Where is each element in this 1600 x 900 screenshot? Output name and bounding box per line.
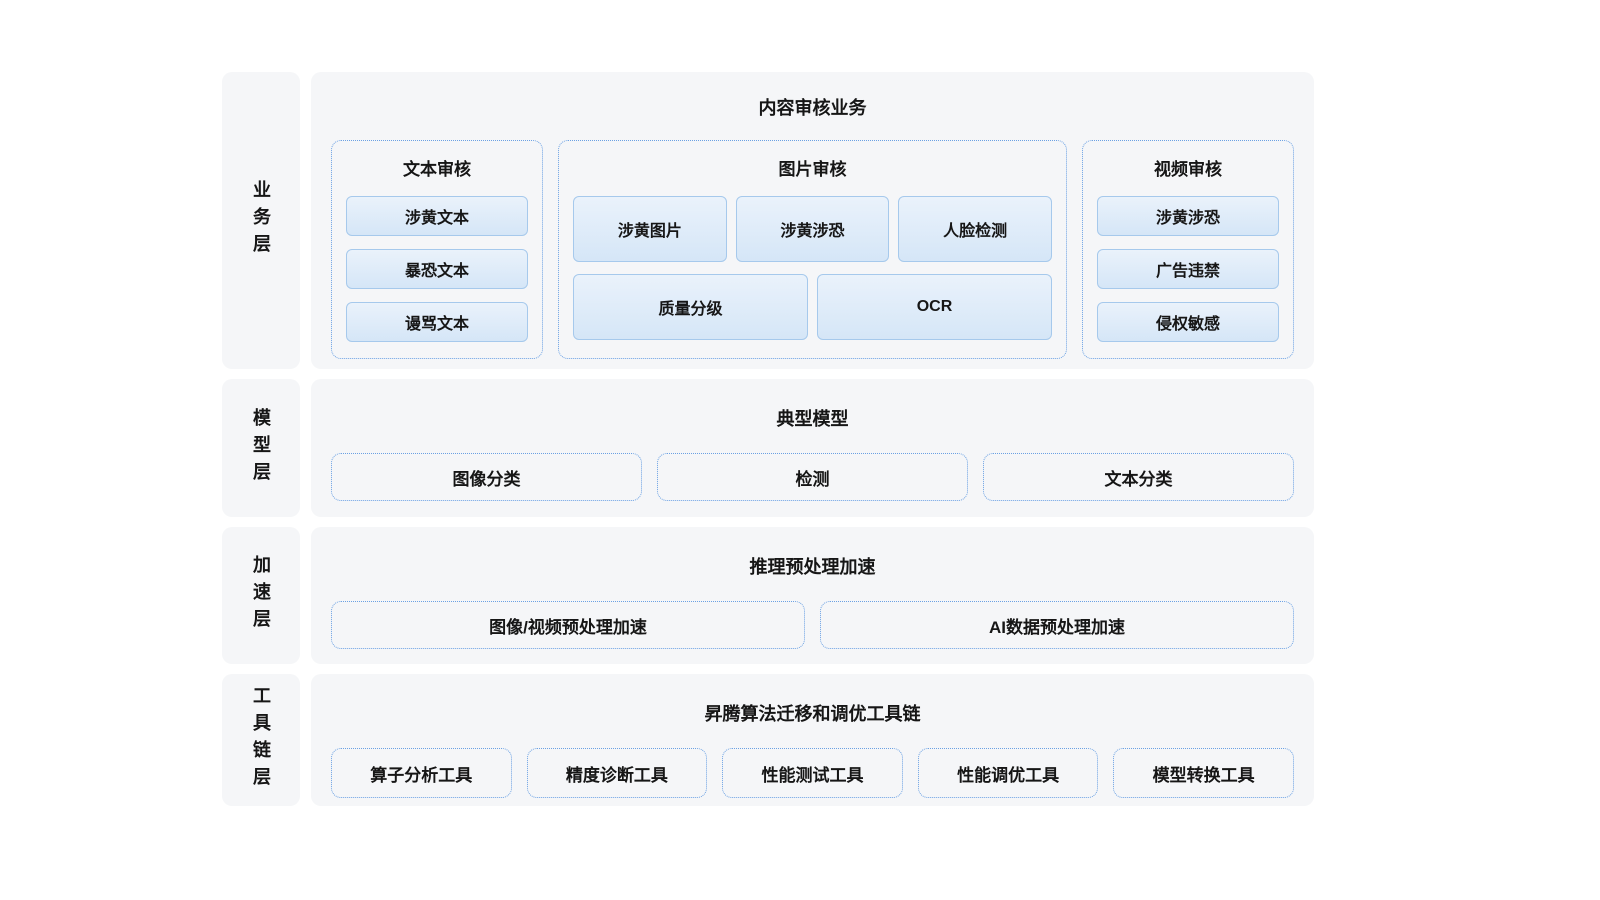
box-image-classification: 图像分类 — [331, 453, 642, 501]
group-video-review: 视频审核 涉黄涉恐 广告违禁 侵权敏感 — [1082, 140, 1294, 359]
chip-face-detection: 人脸检测 — [898, 196, 1053, 262]
group-title-image-review: 图片审核 — [778, 160, 847, 179]
band-acceleration-layer: 加速层 推理预处理加速 图像/视频预处理加速 AI数据预处理加速 — [222, 527, 1314, 664]
panel-title-ascend-toolchain: 昇腾算法迁移和调优工具链 — [704, 704, 921, 724]
box-operator-analysis-tool: 算子分析工具 — [331, 748, 512, 798]
group-title-video-review: 视频审核 — [1154, 160, 1222, 179]
layer-label-toolchain: 工具链层 — [222, 674, 300, 806]
layer-label-business-text: 业务层 — [251, 180, 271, 261]
chip-porn-image: 涉黄图片 — [573, 196, 727, 262]
content-review-groups: 文本审核 涉黄文本 暴恐文本 谩骂文本 图片审核 涉黄图片 涉黄涉恐 人脸检测 — [331, 140, 1294, 359]
text-review-chips: 涉黄文本 暴恐文本 谩骂文本 — [346, 196, 528, 342]
panel-title-typical-models: 典型模型 — [776, 409, 849, 429]
toolchain-boxes: 算子分析工具 精度诊断工具 性能测试工具 性能调优工具 模型转换工具 — [331, 748, 1294, 798]
layer-label-model: 模型层 — [222, 379, 300, 517]
panel-inference-preprocessing: 推理预处理加速 图像/视频预处理加速 AI数据预处理加速 — [311, 527, 1314, 664]
panel-title-content-review: 内容审核业务 — [758, 98, 867, 118]
box-detection: 检测 — [657, 453, 968, 501]
layer-label-toolchain-text: 工具链层 — [251, 686, 271, 794]
band-toolchain-layer: 工具链层 昇腾算法迁移和调优工具链 算子分析工具 精度诊断工具 性能测试工具 性… — [222, 674, 1314, 806]
panel-content-review: 内容审核业务 文本审核 涉黄文本 暴恐文本 谩骂文本 图片审核 涉黄图片 — [311, 72, 1314, 369]
chip-infringement-sensitive: 侵权敏感 — [1097, 302, 1279, 342]
box-performance-test-tool: 性能测试工具 — [722, 748, 903, 798]
panel-ascend-toolchain: 昇腾算法迁移和调优工具链 算子分析工具 精度诊断工具 性能测试工具 性能调优工具… — [311, 674, 1314, 806]
chip-terror-text: 暴恐文本 — [346, 249, 528, 289]
group-text-review: 文本审核 涉黄文本 暴恐文本 谩骂文本 — [331, 140, 543, 359]
panel-title-inference-preprocessing: 推理预处理加速 — [749, 557, 876, 577]
panel-typical-models: 典型模型 图像分类 检测 文本分类 — [311, 379, 1314, 517]
box-precision-diagnosis-tool: 精度诊断工具 — [526, 748, 708, 798]
box-performance-tuning-tool: 性能调优工具 — [917, 748, 1099, 798]
box-model-conversion-tool: 模型转换工具 — [1113, 748, 1294, 798]
band-business-layer: 业务层 内容审核业务 文本审核 涉黄文本 暴恐文本 谩骂文本 图片审核 — [222, 72, 1314, 369]
chip-quality-grading: 质量分级 — [573, 274, 808, 340]
layer-label-acceleration: 加速层 — [222, 527, 300, 664]
image-review-row-1: 涉黄图片 涉黄涉恐 人脸检测 — [573, 196, 1053, 262]
image-review-chips: 涉黄图片 涉黄涉恐 人脸检测 质量分级 OCR — [573, 196, 1053, 340]
chip-abuse-text: 谩骂文本 — [346, 302, 528, 342]
group-image-review: 图片审核 涉黄图片 涉黄涉恐 人脸检测 质量分级 OCR — [558, 140, 1067, 359]
chip-porn-text: 涉黄文本 — [346, 196, 528, 236]
layer-label-model-text: 模型层 — [251, 407, 271, 489]
chip-ocr: OCR — [817, 274, 1052, 340]
chip-ad-violation: 广告违禁 — [1097, 249, 1279, 289]
image-review-row-2: 质量分级 OCR — [573, 274, 1052, 340]
video-review-chips: 涉黄涉恐 广告违禁 侵权敏感 — [1097, 196, 1279, 342]
acceleration-boxes: 图像/视频预处理加速 AI数据预处理加速 — [331, 601, 1294, 649]
layer-label-acceleration-text: 加速层 — [251, 555, 271, 636]
layer-diagram: 业务层 内容审核业务 文本审核 涉黄文本 暴恐文本 谩骂文本 图片审核 — [222, 72, 1314, 806]
layer-label-business: 业务层 — [222, 72, 300, 369]
group-title-text-review: 文本审核 — [403, 160, 471, 179]
typical-model-boxes: 图像分类 检测 文本分类 — [331, 453, 1294, 501]
box-text-classification: 文本分类 — [983, 453, 1294, 501]
band-model-layer: 模型层 典型模型 图像分类 检测 文本分类 — [222, 379, 1314, 517]
box-image-video-preprocessing: 图像/视频预处理加速 — [331, 601, 805, 649]
box-ai-data-preprocessing: AI数据预处理加速 — [820, 601, 1294, 649]
chip-porn-terror: 涉黄涉恐 — [735, 196, 890, 262]
chip-porn-terror-video: 涉黄涉恐 — [1097, 196, 1279, 236]
